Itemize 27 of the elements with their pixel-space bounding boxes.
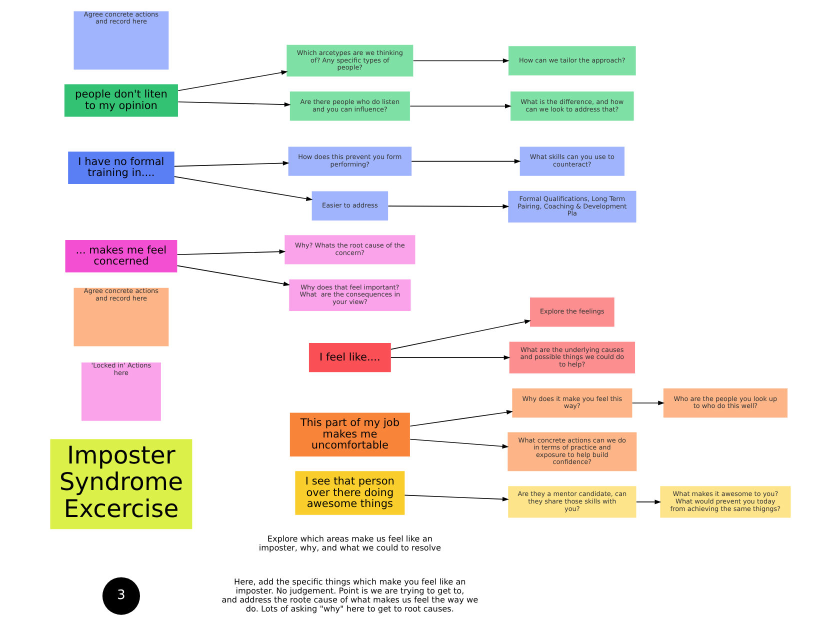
arrow	[174, 160, 289, 167]
node-box: Imposter Syndrome Excercise	[50, 439, 192, 530]
arrow	[636, 500, 661, 504]
arrow	[409, 438, 508, 449]
arrow	[409, 104, 512, 108]
arrow	[409, 410, 513, 427]
arrow	[631, 400, 664, 406]
arrow	[387, 204, 509, 209]
arrow	[176, 249, 286, 256]
arrow	[174, 176, 312, 201]
node-box: people don't liten to my opinion	[64, 84, 178, 117]
node-box: I feel like....	[308, 342, 390, 372]
arrow	[390, 320, 531, 350]
arrow	[410, 159, 520, 164]
arrow	[412, 58, 509, 63]
node-box: I have no formal training in....	[68, 152, 174, 184]
arrow	[390, 355, 510, 360]
node-box: ... makes me feel concerned	[64, 240, 177, 272]
arrow	[404, 494, 508, 502]
arrow	[177, 101, 290, 107]
label: Here, add the specific things which make you feel like an imposter. No judgement. Point is we are trying to get to, and address the roote cause of what makes us feel the way we do. Lots of asking "why" here to get to root causes.	[221, 576, 478, 614]
node-box: I see that person over there doing awesome things	[294, 471, 404, 515]
node-box: This part of my job makes me uncomfortable	[289, 412, 410, 457]
arrow	[177, 70, 288, 92]
arrow	[176, 265, 290, 286]
label: Explore which areas make us feel like an imposter, why, and what we could to resolve	[258, 534, 440, 553]
node-circle: 3	[102, 577, 140, 615]
